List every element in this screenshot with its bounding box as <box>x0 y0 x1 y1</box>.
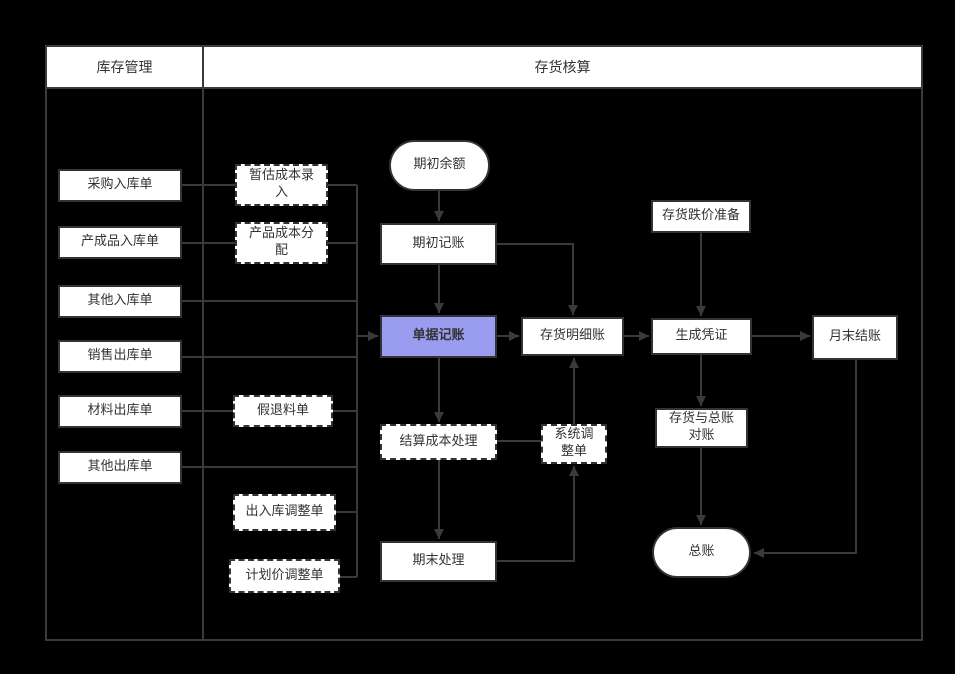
node-inventory-gl-reconciliation[interactable]: 存货与总账对账 <box>655 408 748 448</box>
node-finished-goods-inbound-order[interactable]: 产成品入库单 <box>58 226 182 259</box>
node-generate-voucher[interactable]: 生成凭证 <box>651 318 752 355</box>
node-inventory-depreciation-reserve[interactable]: 存货跌价准备 <box>651 200 751 233</box>
node-system-adjustment-order[interactable]: 系统调整单 <box>541 424 607 464</box>
lane-title: 库存管理 <box>96 60 153 76</box>
node-cost-settlement[interactable]: 结算成本处理 <box>380 424 497 460</box>
node-pseudo-return-order[interactable]: 假退料单 <box>233 395 333 427</box>
node-opening-balance[interactable]: 期初余额 <box>389 140 490 191</box>
node-other-outbound-order[interactable]: 其他出库单 <box>58 451 182 484</box>
node-document-posting[interactable]: 单据记账 <box>380 315 497 358</box>
node-sales-outbound-order[interactable]: 销售出库单 <box>58 340 182 373</box>
node-inout-adjustment-order[interactable]: 出入库调整单 <box>233 494 336 531</box>
lane-title: 存货核算 <box>534 60 591 76</box>
node-month-end-closing[interactable]: 月末结账 <box>812 315 898 360</box>
node-general-ledger[interactable]: 总账 <box>652 527 751 578</box>
lane-header-inventory-management: 库存管理 <box>45 45 204 89</box>
node-planned-price-adjustment-order[interactable]: 计划价调整单 <box>229 559 340 593</box>
node-material-outbound-order[interactable]: 材料出库单 <box>58 395 182 428</box>
lane-header-inventory-accounting: 存货核算 <box>202 45 923 89</box>
node-opening-posting[interactable]: 期初记账 <box>380 223 497 265</box>
node-product-cost-allocation[interactable]: 产品成本分配 <box>235 222 328 264</box>
node-inventory-subledger[interactable]: 存货明细账 <box>521 317 624 356</box>
node-estimated-cost-entry[interactable]: 暂估成本录入 <box>235 164 328 206</box>
node-purchase-inbound-order[interactable]: 采购入库单 <box>58 169 182 202</box>
node-other-inbound-order[interactable]: 其他入库单 <box>58 285 182 318</box>
node-period-end-processing[interactable]: 期末处理 <box>380 541 497 582</box>
lane-divider <box>202 87 204 641</box>
